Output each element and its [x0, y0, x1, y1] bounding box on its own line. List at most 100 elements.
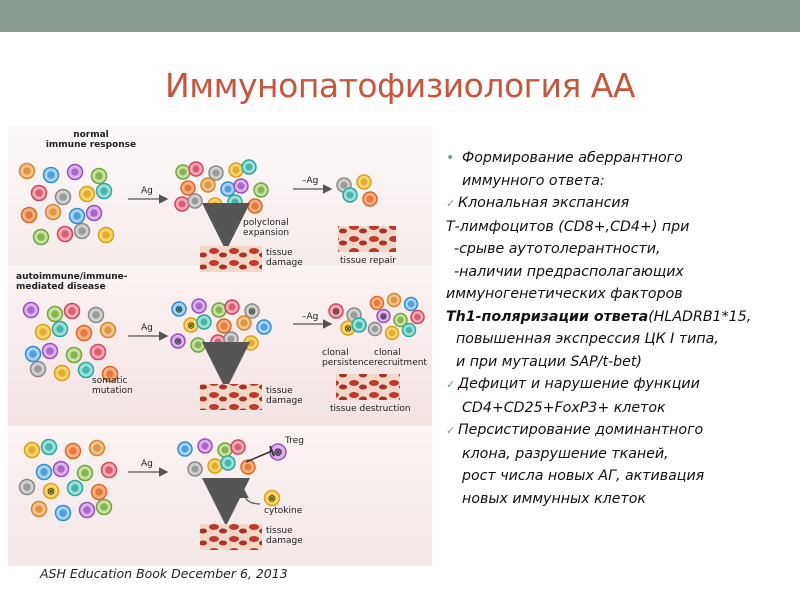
figure-drawing: ⊗⊗⊗⊗⊗⊗⊗⊗⊗⊗	[18, 159, 425, 550]
naive-lymphocyte-nucleus	[106, 370, 114, 378]
expanding-cell-nucleus	[201, 442, 209, 450]
checkmark-icon: ✓	[446, 197, 456, 210]
memory-cell-nucleus	[360, 178, 368, 186]
naive-lymphocyte-nucleus	[51, 310, 59, 318]
treg-inhibit-line	[245, 450, 273, 463]
naive-lymphocyte-nucleus	[23, 483, 31, 491]
label-somatic-mutation: somatic mutation	[92, 376, 133, 396]
memory-cell-nucleus	[366, 195, 374, 203]
recruited-clone-nucleus	[380, 312, 387, 320]
naive-lymphocyte-nucleus	[92, 311, 100, 319]
clonal-cell-nucleus	[195, 302, 203, 310]
recruited-clone-nucleus	[373, 299, 381, 307]
tissue-repair-image	[338, 226, 396, 252]
source-caption: ASH Education Book December 6, 2013	[40, 566, 288, 581]
naive-lymphocyte-nucleus	[47, 487, 55, 495]
bullet-2-line-2: Т-лимфоцитов (CD8+,CD4+) при	[446, 218, 690, 235]
bullet-dot-icon: •	[446, 150, 455, 166]
clonal-cell-nucleus	[240, 319, 248, 327]
naive-lymphocyte-nucleus	[47, 171, 55, 179]
clonal-cell-nucleus	[260, 323, 268, 331]
mutated-cell-mark-icon: ⊗	[268, 494, 276, 505]
naive-lymphocyte-nucleus	[59, 509, 67, 517]
bullet-text: Клональная экспансия	[458, 195, 630, 211]
bullet-4: ✓Персистирование доминантного	[446, 419, 798, 443]
naive-lymphocyte-nucleus	[58, 369, 66, 377]
polyclonal-cell-nucleus	[232, 166, 240, 174]
clonal-cell-nucleus	[227, 335, 235, 343]
bullet-2-line-5: иммуногенетических факторов	[446, 286, 683, 302]
clonal-cell-nucleus	[248, 307, 256, 315]
treg-inhibit-bar	[269, 445, 275, 457]
tissue-damage-image-2	[200, 384, 262, 410]
bullet-1-cont: иммунного ответа:	[462, 172, 605, 189]
memory-cell-nucleus	[340, 181, 348, 189]
naive-lymphocyte-nucleus	[81, 469, 89, 477]
label-normal-immune-response: normal immune response	[45, 130, 137, 150]
mutated-cell-mark-icon: ⊗	[174, 338, 182, 348]
naive-lymphocyte-nucleus	[34, 365, 42, 373]
polyclonal-cell-nucleus	[245, 163, 253, 171]
bullet-2-line-7: повышенная экспрессия ЦК I типа,	[456, 331, 719, 347]
polyclonal-cell-nucleus	[211, 201, 219, 209]
clonal-cell-nucleus	[194, 341, 202, 349]
cytokine-cell-nucleus	[268, 494, 276, 502]
label-minus-ag-2: –Ag	[302, 312, 319, 322]
polyclonal-cell-nucleus	[251, 202, 259, 210]
label-tissue-damage-3: tissue damage	[266, 526, 303, 546]
recruited-clone-nucleus	[405, 326, 413, 334]
clonal-cell-nucleus	[174, 337, 182, 345]
expanding-cell-nucleus	[181, 445, 189, 453]
clonal-cell-nucleus	[214, 338, 222, 346]
label-ag-3: Ag	[141, 459, 153, 469]
label-ag-2: Ag	[141, 323, 153, 333]
naive-lymphocyte-nucleus	[70, 351, 78, 359]
bullet-2-line-8: и при мутации SAP/t-bet)	[456, 353, 642, 370]
naive-lymphocyte-nucleus	[39, 328, 47, 336]
tissue-damage-image-1	[200, 246, 262, 272]
naive-lymphocyte-nucleus	[49, 208, 57, 216]
naive-lymphocyte-nucleus	[80, 329, 88, 337]
naive-lymphocyte-nucleus	[78, 227, 86, 235]
naive-lymphocyte-nucleus	[105, 466, 113, 474]
top-bar	[0, 0, 800, 32]
cytokine-arrow	[239, 488, 261, 505]
expanding-cell-nucleus	[224, 459, 232, 467]
recruited-clone-nucleus	[397, 316, 404, 324]
polyclonal-cell-nucleus	[179, 168, 187, 176]
label-clonal-persistence: clonal persistence	[322, 348, 375, 368]
naive-lymphocyte-nucleus	[56, 325, 64, 333]
mutated-cell-mark-icon: ⊗	[187, 322, 195, 332]
clonal-cell-nucleus	[215, 306, 223, 314]
bullet-4-line-4: новых иммунных клеток	[462, 490, 646, 507]
expanding-cell-nucleus	[244, 463, 252, 471]
tissue-destruction-image	[336, 374, 400, 400]
naive-lymphocyte-nucleus	[40, 468, 48, 476]
persistent-clone-nucleus	[355, 321, 363, 329]
persistent-clone-nucleus	[350, 311, 358, 319]
naive-lymphocyte-nucleus	[45, 443, 53, 451]
polyclonal-cell-nucleus	[231, 198, 239, 206]
polyclonal-cell-nucleus	[178, 200, 186, 208]
label-treg: Treg	[285, 436, 304, 446]
polyclonal-cell-nucleus	[204, 181, 212, 189]
naive-lymphocyte-nucleus	[35, 505, 43, 513]
label-tissue-repair: tissue repair	[340, 256, 396, 266]
hla-text: (HLADRB1*15,	[648, 308, 752, 325]
bullet-3-cont: CD4+CD25+FoxP3+ клеток	[462, 399, 666, 416]
recruited-clone-nucleus	[414, 313, 421, 321]
naive-lymphocyte-nucleus	[100, 503, 108, 511]
persistent-clone-nucleus	[344, 324, 352, 332]
cell-layer: ⊗⊗⊗⊗⊗⊗⊗⊗⊗⊗	[18, 159, 425, 522]
naive-lymphocyte-nucleus	[100, 187, 108, 195]
bullet-2-line-3: -срыве аутотолерантности,	[454, 241, 661, 257]
polyclonal-cell-nucleus	[257, 186, 265, 194]
naive-lymphocyte-nucleus	[71, 168, 79, 176]
naive-lymphocyte-nucleus	[94, 348, 102, 356]
naive-lymphocyte-nucleus	[61, 230, 69, 238]
naive-lymphocyte-nucleus	[37, 233, 45, 241]
naive-lymphocyte-nucleus	[83, 506, 91, 514]
expanding-cell-nucleus	[191, 465, 199, 473]
bullet-text: Персистирование доминантного	[458, 422, 704, 438]
expanding-cell-nucleus	[234, 443, 242, 451]
